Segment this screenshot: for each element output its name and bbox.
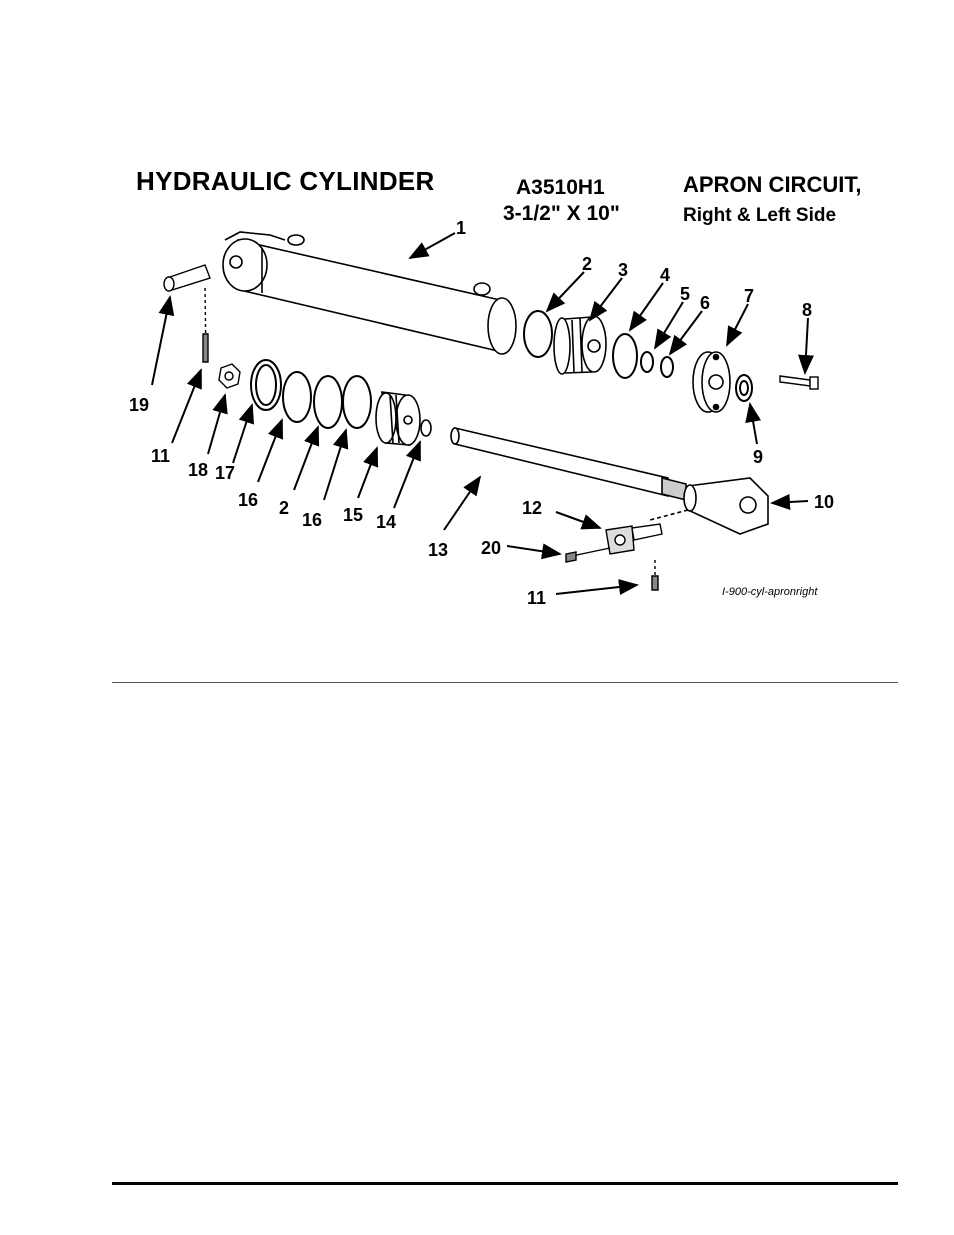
cylinder-size: 3-1/2" X 10" [503, 202, 620, 225]
pin-retainer-assembly [565, 523, 663, 591]
callout-16-lower: 16 [302, 510, 322, 530]
page-title: HYDRAULIC CYLINDER [136, 166, 435, 196]
callout-15: 15 [343, 505, 363, 525]
callout-4: 4 [660, 265, 670, 285]
callout-9: 9 [753, 447, 763, 467]
wiper-seal [735, 374, 753, 402]
callout-20: 20 [481, 538, 501, 558]
callout-12: 12 [522, 498, 542, 518]
cap-screw [779, 375, 819, 390]
callout-18: 18 [188, 460, 208, 480]
rod-clevis [649, 477, 769, 535]
retainer-plate [692, 351, 731, 413]
circuit-side: Right & Left Side [683, 205, 837, 226]
cylinder-barrel [222, 231, 517, 355]
figure-file-reference: I-900-cyl-apronright [722, 586, 818, 598]
callout-11-lower: 11 [527, 588, 546, 608]
callout-16: 16 [238, 490, 258, 510]
model-number: A3510H1 [516, 176, 605, 199]
callout-3: 3 [618, 260, 628, 280]
callout-19: 19 [129, 395, 149, 415]
section-divider [112, 682, 898, 683]
footer-rule [112, 1182, 898, 1185]
callout-17: 17 [215, 463, 235, 483]
callout-6: 6 [700, 293, 710, 313]
callout-14: 14 [376, 512, 396, 532]
callout-10: 10 [814, 492, 834, 512]
lock-nut [218, 363, 241, 389]
piston [375, 391, 421, 446]
seal-rings [250, 359, 372, 429]
gland [553, 315, 607, 375]
piston-rod [450, 426, 687, 502]
callout-11: 11 [151, 446, 170, 466]
callout-2: 2 [582, 254, 592, 274]
callout-5: 5 [680, 284, 690, 304]
circuit-name: APRON CIRCUIT, [683, 172, 862, 197]
callout-7: 7 [744, 286, 754, 306]
callout-2-lower: 2 [279, 498, 289, 518]
clevis-pin-left [163, 264, 211, 363]
o-ring-small [420, 419, 432, 437]
callout-labels: 1 2 3 4 5 6 7 8 9 10 11 12 13 14 15 16 1… [129, 218, 834, 608]
callout-8: 8 [802, 300, 812, 320]
callout-13: 13 [428, 540, 448, 560]
leader-arrows [151, 232, 814, 595]
callout-1: 1 [456, 218, 466, 238]
gland-seal-rings [523, 310, 674, 379]
